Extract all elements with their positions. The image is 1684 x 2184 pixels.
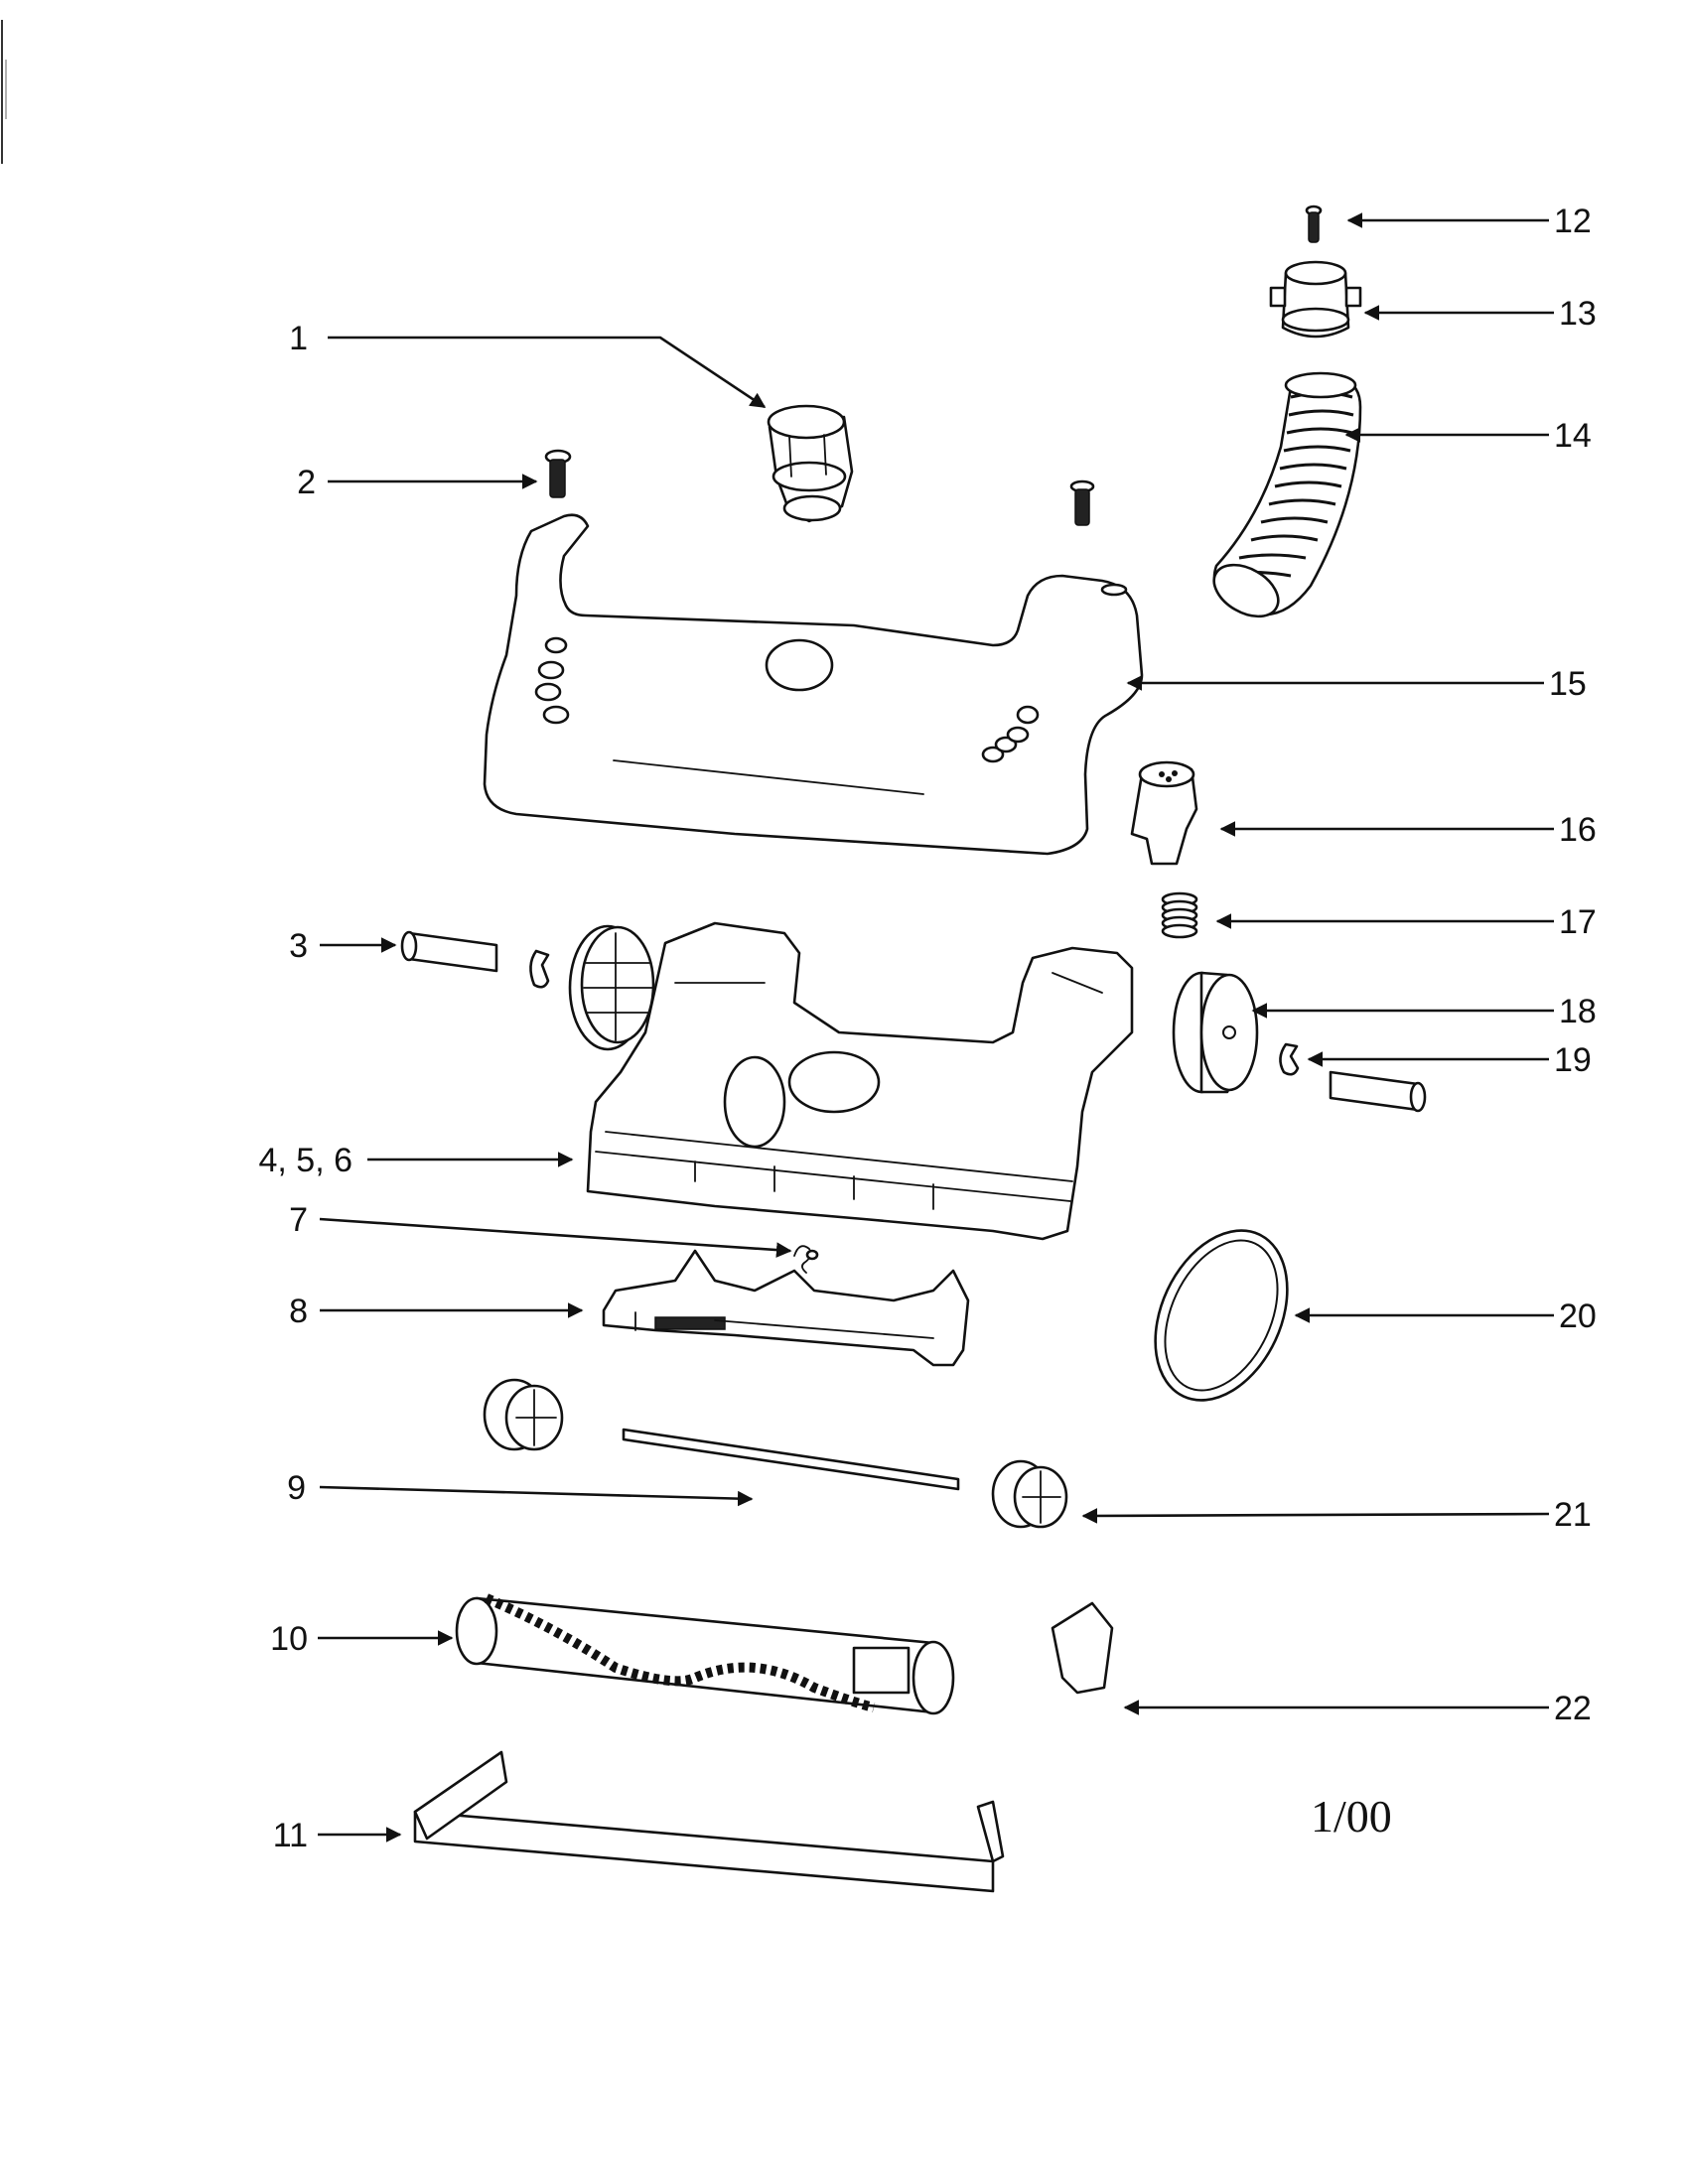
part-brushroll-end-cap-left <box>483 1378 564 1451</box>
part-16-height-adjuster <box>1130 760 1198 866</box>
callout-19: 19 <box>1554 1041 1592 1079</box>
callout-18: 18 <box>1559 993 1597 1030</box>
part-12-screw <box>1305 205 1323 243</box>
part-17-spring <box>1161 891 1198 939</box>
callout-labels: 1 2 3 4, 5, 6 7 8 9 10 11 12 13 14 15 16… <box>258 203 1596 1854</box>
callout-10: 10 <box>270 1620 308 1658</box>
callout-20: 20 <box>1559 1297 1597 1335</box>
part-3-axle <box>400 930 498 973</box>
part-4-5-6-base <box>586 921 1134 1241</box>
callout-15: 15 <box>1549 665 1587 703</box>
part-axle-right <box>1329 1070 1427 1113</box>
date-code: 1/00 <box>1311 1791 1392 1842</box>
callout-7: 7 <box>289 1201 308 1239</box>
callout-11: 11 <box>273 1817 308 1854</box>
part-21-end-cap-right <box>991 1459 1068 1529</box>
callout-4-5-6: 4, 5, 6 <box>258 1142 352 1179</box>
callout-8: 8 <box>289 1293 308 1330</box>
callout-12: 12 <box>1554 203 1592 240</box>
scan-edge-marks <box>1 20 7 164</box>
callout-17: 17 <box>1559 903 1597 941</box>
part-clip-left <box>529 949 550 989</box>
callout-14: 14 <box>1554 417 1592 455</box>
part-19-clip <box>1279 1042 1300 1076</box>
callout-13: 13 <box>1559 295 1597 333</box>
part-7-spring <box>793 1245 819 1274</box>
part-rear-wheel-left <box>568 924 655 1051</box>
callout-1: 1 <box>289 320 308 357</box>
part-14-corrugated-hose <box>1212 371 1362 618</box>
callout-22: 22 <box>1554 1690 1592 1727</box>
callout-3: 3 <box>289 927 308 965</box>
part-2-screw <box>544 449 1095 526</box>
part-22-bracket <box>1051 1601 1114 1695</box>
part-10-brushroll <box>455 1593 955 1715</box>
callout-16: 16 <box>1559 811 1597 849</box>
part-18-rear-wheel-right <box>1172 971 1259 1094</box>
part-9-shaft <box>622 1428 960 1491</box>
part-11-bumper <box>413 1750 1005 1893</box>
leader-lines <box>318 212 1554 1843</box>
callout-21: 21 <box>1554 1496 1592 1534</box>
callout-2: 2 <box>297 464 316 501</box>
part-13-hose-cuff <box>1269 260 1362 339</box>
part-20-belt <box>1154 1229 1289 1402</box>
part-8-bottom-plate <box>602 1249 970 1367</box>
callout-9: 9 <box>287 1469 306 1507</box>
part-15-hood <box>483 513 1144 856</box>
part-1-hose-connector <box>767 404 854 523</box>
